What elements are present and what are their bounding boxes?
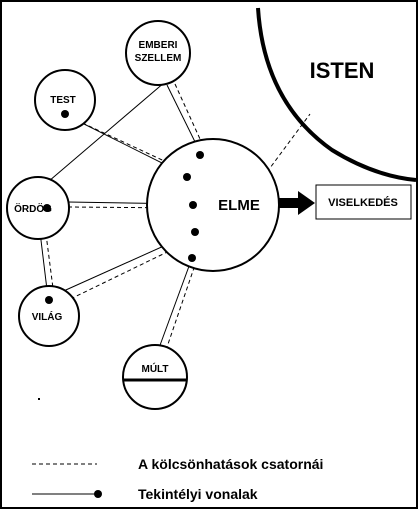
output-arrow (279, 191, 315, 215)
mult-label: MÚLT (141, 362, 168, 375)
node-test: TEST (34, 69, 96, 131)
emberi-elme-dashed (174, 83, 206, 151)
node-vilag: VILÁG (18, 285, 80, 347)
node-elme: ELME (146, 138, 280, 272)
emberi-label-2: SZELLEM (135, 53, 182, 64)
elme-dot-test (183, 173, 191, 181)
elme-dot-vilag (191, 228, 199, 236)
mult-elme-dashed (165, 261, 197, 351)
isten-label: ISTEN (310, 58, 375, 83)
isten-arc (256, 7, 417, 182)
isten-elme-channel (266, 113, 311, 173)
legend-solid-label: Tekintélyi vonalak (138, 486, 258, 502)
legend-dashed-label: A kölcsönhatások csatornái (138, 456, 323, 472)
ordog-emberi-solid (41, 81, 166, 188)
stray-mark (38, 398, 40, 400)
node-ordog: ÖRDÖG (6, 176, 70, 240)
emberi-label-1: EMBERI (139, 40, 178, 51)
node-emberi-szellem: EMBERI SZELLEM (125, 20, 191, 86)
vilag-label: VILÁG (32, 310, 63, 323)
viselkedes-box: VISELKEDÉS (315, 184, 412, 220)
elme-dot-ordog (189, 201, 197, 209)
elme-label: ELME (218, 197, 260, 214)
vilag-elme-dashed (57, 239, 193, 306)
legend: A kölcsönhatások csatornái Tekintélyi vo… (32, 456, 323, 502)
ordog-dot (43, 204, 51, 212)
vilag-dot (45, 296, 53, 304)
test-dot (61, 110, 69, 118)
viselkedes-label: VISELKEDÉS (328, 196, 398, 209)
legend-solid-dot (94, 490, 102, 498)
mult-elme-solid (158, 257, 193, 349)
node-mult: MÚLT (122, 344, 188, 410)
ordog-label: ÖRDÖG (14, 202, 52, 215)
test-label: TEST (50, 95, 76, 106)
elme-dot-emberi (196, 151, 204, 159)
elme-dot-mult (188, 254, 196, 262)
